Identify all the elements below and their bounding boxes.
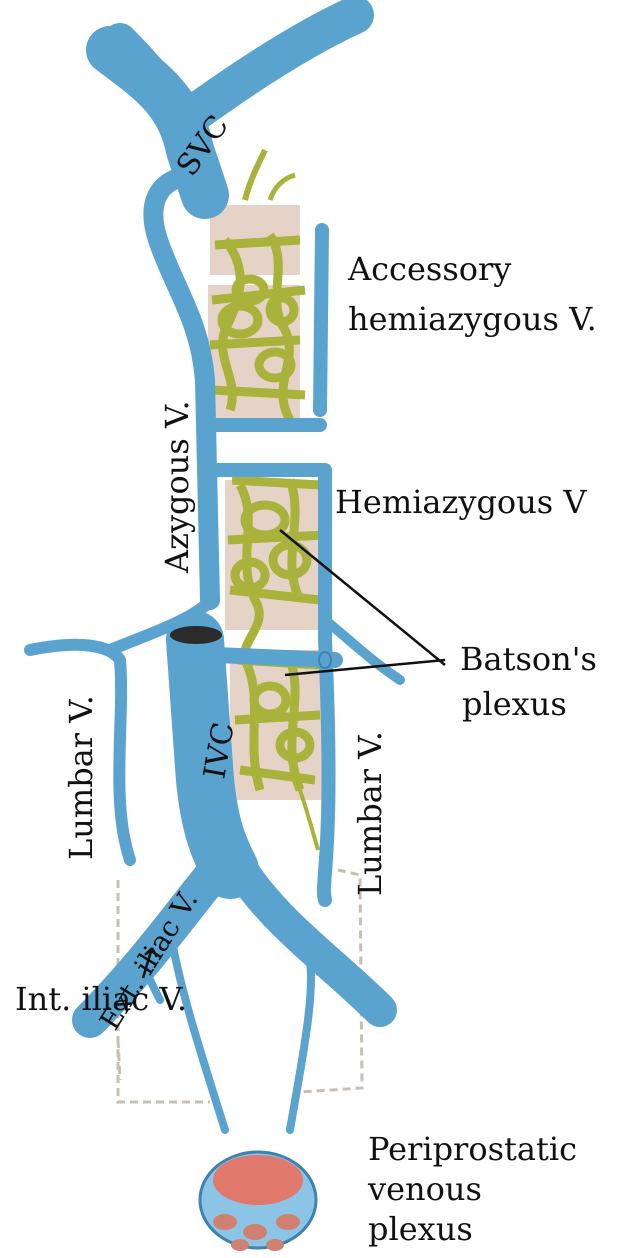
hemiazygous-vein — [324, 470, 329, 900]
label-periprostatic-1: Periprostatic — [368, 1130, 577, 1168]
label-azygous: Azygous V. — [158, 400, 196, 574]
label-lumbar-right: Lumbar V. — [351, 731, 389, 896]
label-lumbar-left: Lumbar V. — [62, 695, 100, 860]
accessory-hemiazygous-vein — [320, 230, 322, 410]
veins — [30, 15, 400, 1130]
label-batsons-1: Batson's — [460, 640, 597, 678]
label-batsons-2: plexus — [462, 685, 567, 723]
label-hemiazygous: Hemiazygous V — [335, 483, 587, 521]
label-accessory-1: Accessory — [347, 250, 511, 288]
label-periprostatic-2: venous — [367, 1170, 482, 1208]
ivc-opening — [170, 626, 222, 644]
label-periprostatic-3: plexus — [368, 1210, 473, 1248]
label-int-iliac: Int. iliac V. — [15, 980, 187, 1018]
periprostatic-plexus — [200, 1152, 316, 1251]
right-brachiocephalic — [185, 15, 355, 120]
label-accessory-2: hemiazygous V. — [348, 300, 597, 338]
